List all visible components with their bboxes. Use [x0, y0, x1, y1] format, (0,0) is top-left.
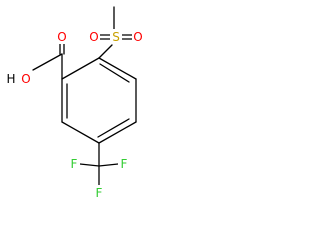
- bond-ring-c2-c3: [61, 121, 100, 144]
- atom-sulfur: S: [110, 29, 122, 44]
- bond-cf3-f-left: [79, 163, 100, 167]
- atom-label-o-hydroxyl: O: [21, 72, 30, 86]
- atom-label-h: H: [6, 72, 15, 86]
- bond-cf3-f-right: [98, 163, 119, 167]
- atom-carbonyl-oxygen: O: [56, 29, 68, 44]
- atom-sulfonyl-oxygen-right: O: [132, 29, 144, 44]
- bond-ring-c6-c1: [61, 57, 100, 80]
- bond-ring-inner-2: [97, 118, 130, 138]
- bond-ring-inner-3: [99, 63, 130, 83]
- molecule-structure: H O O S O O F F: [6, 6, 144, 200]
- atom-label-o-sulfonyl-right: O: [133, 30, 142, 44]
- bond-c6-sulfur: [98, 44, 113, 59]
- atom-fluorine-bottom: F: [93, 185, 105, 200]
- atom-sulfonyl-oxygen-left: O: [88, 29, 100, 44]
- atom-hydroxyl-hydrogen: H: [6, 72, 15, 86]
- bond-layer: [32, 6, 137, 186]
- atom-hydroxyl-oxygen: O: [20, 71, 32, 86]
- bond-ring-c5-c6: [98, 57, 137, 80]
- atom-fluorine-right: F: [118, 156, 130, 171]
- atom-label-layer: H O O S O O F F: [6, 29, 144, 200]
- bond-ring-c3-c4: [98, 121, 137, 144]
- atom-label-o-sulfonyl-left: O: [89, 30, 98, 44]
- atom-label-f-right: F: [121, 157, 128, 171]
- bond-carboxyl-c-oh: [32, 53, 63, 71]
- atom-label-o-carbonyl: O: [57, 30, 66, 44]
- atom-label-f-bottom: F: [96, 186, 103, 200]
- atom-label-f-left: F: [71, 157, 78, 171]
- atom-label-s: S: [112, 30, 120, 44]
- atom-fluorine-left: F: [68, 156, 80, 171]
